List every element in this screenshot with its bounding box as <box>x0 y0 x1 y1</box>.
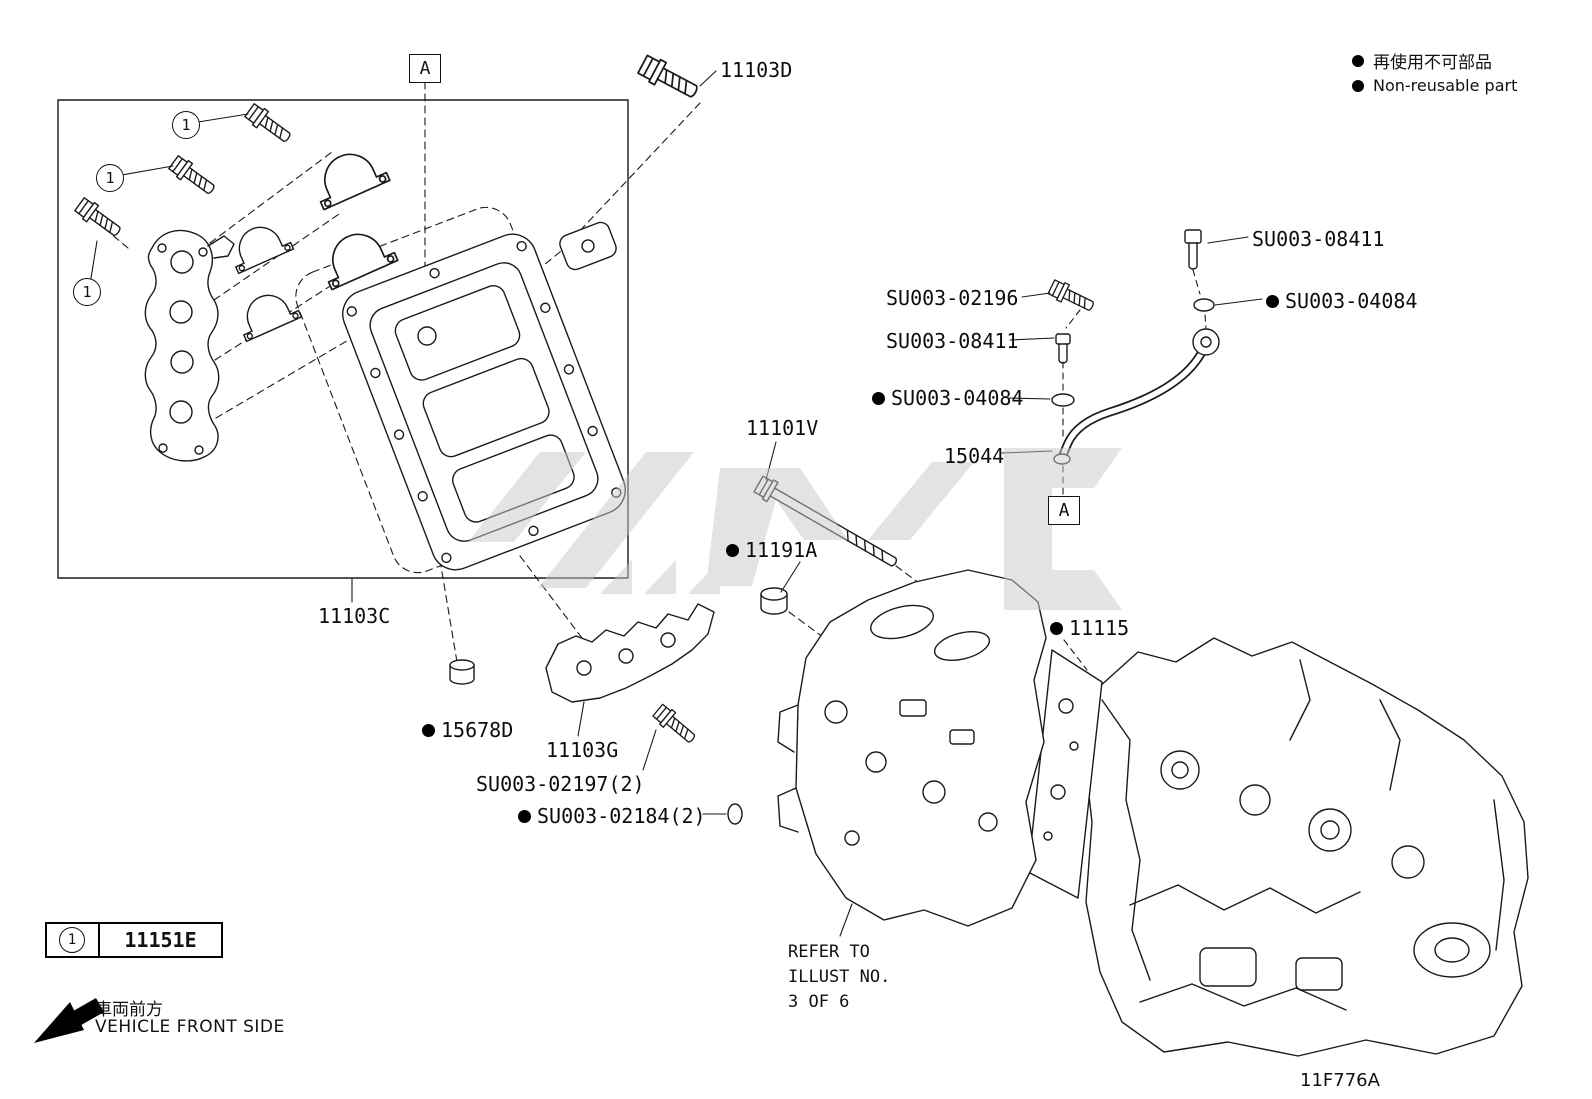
camshaft-housing-assembly-art <box>57 81 701 663</box>
bolt-art <box>242 101 295 148</box>
part-label-11103d: 11103D <box>720 58 793 82</box>
non-reusable-dot <box>518 809 531 823</box>
legend-divider <box>98 924 100 956</box>
legend-non-reusable-jp: 再使用不可部品 <box>1352 48 1492 73</box>
part-label-11103c: 11103C <box>318 604 391 628</box>
part-label-su003-08411-mid: SU003-08411 <box>886 329 1019 353</box>
bearing-cap-art <box>223 216 295 275</box>
part-label-11101v: 11101V <box>746 416 819 440</box>
callout-legend-box: 1 11151E <box>45 922 223 958</box>
part-label-su003-02196: SU003-02196 <box>886 286 1019 310</box>
callout-1-symbol: 1 <box>59 927 85 953</box>
callout-1-bolt-top: 1 <box>172 111 200 139</box>
refer-note: REFER TO ILLUST NO. 3 OF 6 <box>788 942 891 1012</box>
non-reusable-dot <box>1266 294 1279 308</box>
non-reusable-dot <box>1352 54 1364 67</box>
non-reusable-dot <box>1050 621 1063 635</box>
vehicle-front-label-jp: 車両前方 <box>95 1000 163 1020</box>
part-label-15678d: 15678D <box>422 718 513 742</box>
part-label-11191a: 11191A <box>726 538 817 562</box>
section-marker-a-top: A <box>409 54 441 83</box>
non-reusable-dot <box>422 723 435 737</box>
part-label-15044: 15044 <box>944 444 1005 468</box>
callout-1-bolt-low: 1 <box>73 278 101 306</box>
non-reusable-dot <box>1352 79 1364 92</box>
drawing-code: 11F776A <box>1300 1070 1380 1091</box>
non-reusable-dot <box>726 543 739 557</box>
bolt-11103d-art <box>635 52 717 105</box>
vehicle-front-arrow <box>34 998 104 1043</box>
vehicle-front-label-en: VEHICLE FRONT SIDE <box>95 1017 285 1037</box>
watermark <box>468 448 1122 610</box>
cylinder-head-block-art <box>777 569 1529 1057</box>
non-reusable-dot <box>872 391 885 405</box>
part-label-su003-02184: SU003-02184(2) <box>518 804 706 828</box>
section-marker-a-pipe: A <box>1048 496 1080 525</box>
callout-part-number: 11151E <box>124 928 197 952</box>
part-label-su003-02197: SU003-02197(2) <box>476 772 645 796</box>
part-label-su003-04084-mid: SU003-04084 <box>872 386 1023 410</box>
callout-1-bolt-mid: 1 <box>96 164 124 192</box>
part-label-su003-08411-top: SU003-08411 <box>1252 227 1385 251</box>
plug-11191a-art <box>760 561 847 655</box>
cap-15678d-art <box>449 659 475 685</box>
part-label-11115: 11115 <box>1050 616 1129 640</box>
legend-non-reusable-en: Non-reusable part <box>1352 76 1517 95</box>
bracket-11103g-art <box>545 603 743 825</box>
part-label-su003-04084-top: SU003-04084 <box>1266 289 1417 313</box>
part-label-11103g: 11103G <box>546 738 619 762</box>
